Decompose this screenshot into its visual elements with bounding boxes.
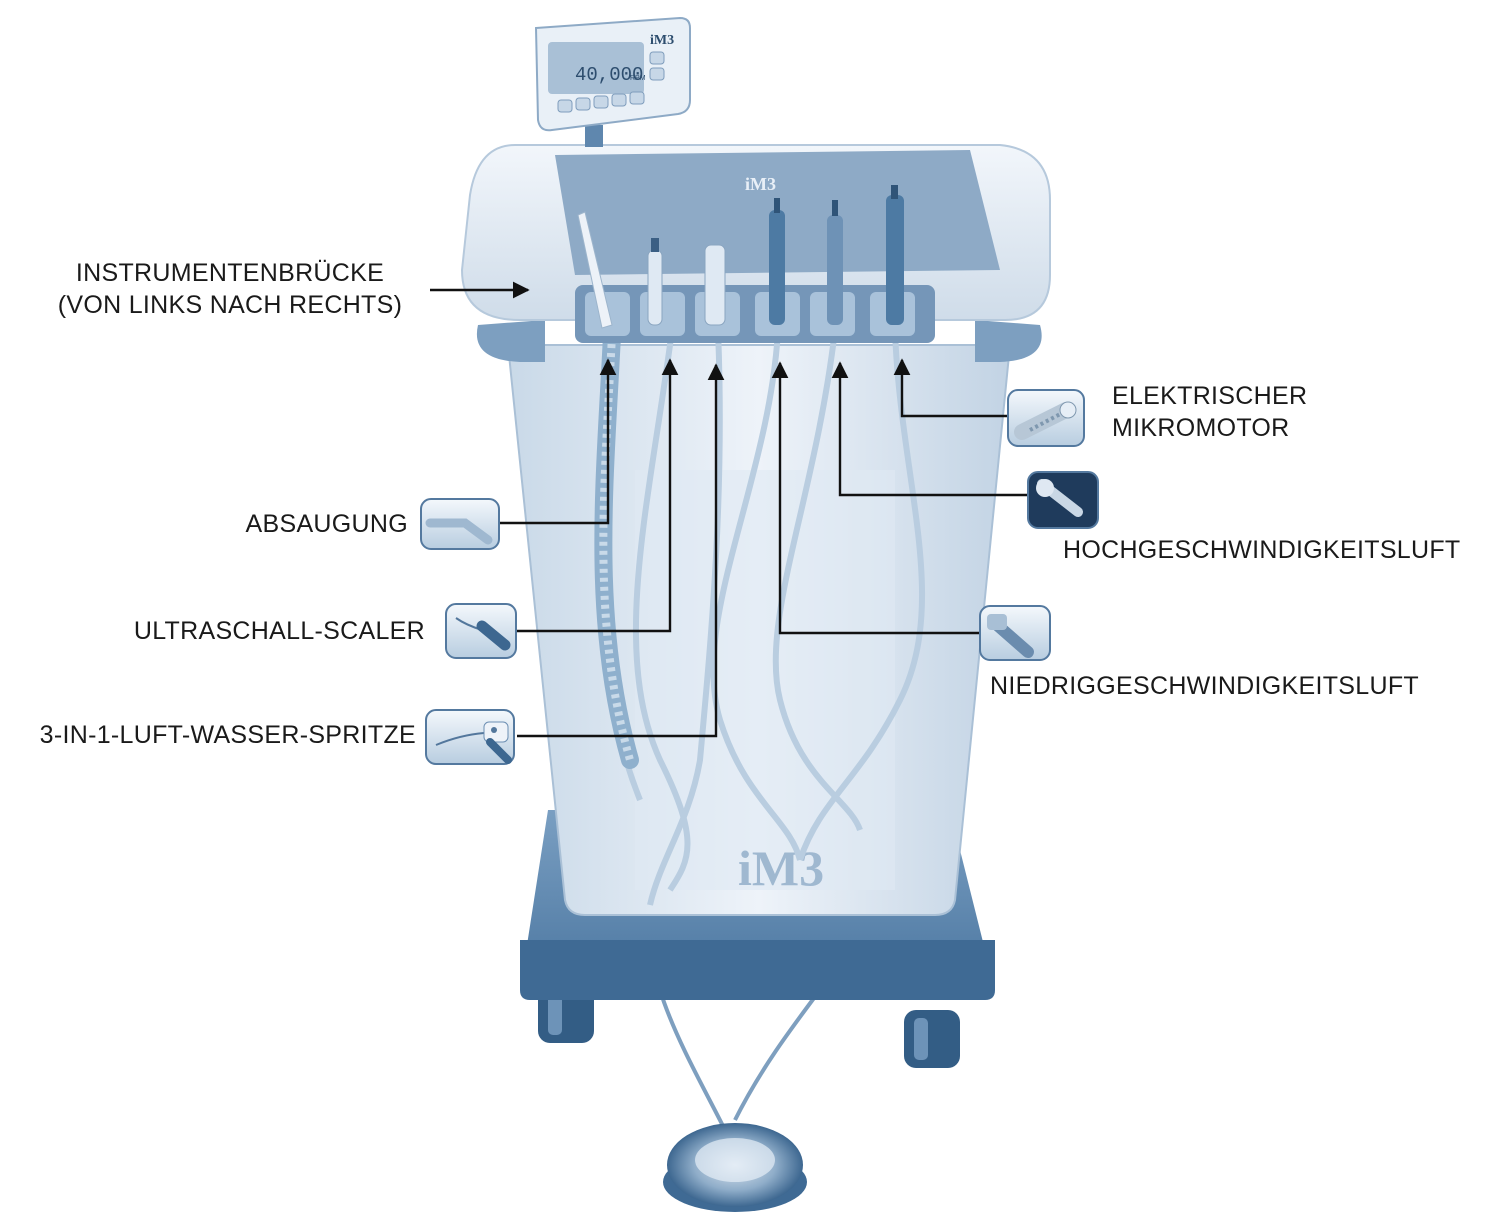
cart-top-logo: iM3 (745, 174, 776, 194)
air-water-syringe-icon (426, 710, 514, 764)
label-instrument-bridge: INSTRUMENTENBRÜCKE (VON LINKS NACH RECHT… (40, 257, 420, 321)
label-micromotor-line2: MIKROMOTOR (1112, 412, 1307, 444)
label-micromotor: ELEKTRISCHER MIKROMOTOR (1112, 380, 1307, 444)
suction-tip-icon (421, 499, 499, 549)
ultrasonic-scaler-icon (446, 604, 516, 658)
display-readout-unit: RPM (630, 75, 646, 82)
lowspeed-handpiece-icon (980, 606, 1050, 660)
label-ultrasonic-scaler: ULTRASCHALL-SCALER (60, 615, 425, 647)
cart-front-logo: iM3 (738, 840, 824, 896)
label-suction: ABSAUGUNG (100, 508, 408, 540)
instrument-bridge: iM3 (462, 145, 1050, 343)
highspeed-handpiece-icon (1028, 472, 1098, 528)
micromotor-icon (1008, 390, 1084, 446)
foot-pedal (663, 1123, 807, 1212)
label-low-speed-air: NIEDRIGGESCHWINDIGKEITSLUFT (990, 670, 1419, 702)
control-display: 40,000 RPM iM3 (536, 18, 690, 147)
label-instrument-bridge-line2: (VON LINKS NACH RECHTS) (40, 289, 420, 321)
label-high-speed-air: HOCHGESCHWINDIGKEITSLUFT (1063, 534, 1461, 566)
label-air-water-syringe: 3-IN-1-LUFT-WASSER-SPRITZE (4, 719, 416, 751)
label-micromotor-line1: ELEKTRISCHER (1112, 380, 1307, 412)
label-instrument-bridge-line1: INSTRUMENTENBRÜCKE (40, 257, 420, 289)
display-logo: iM3 (650, 33, 674, 48)
